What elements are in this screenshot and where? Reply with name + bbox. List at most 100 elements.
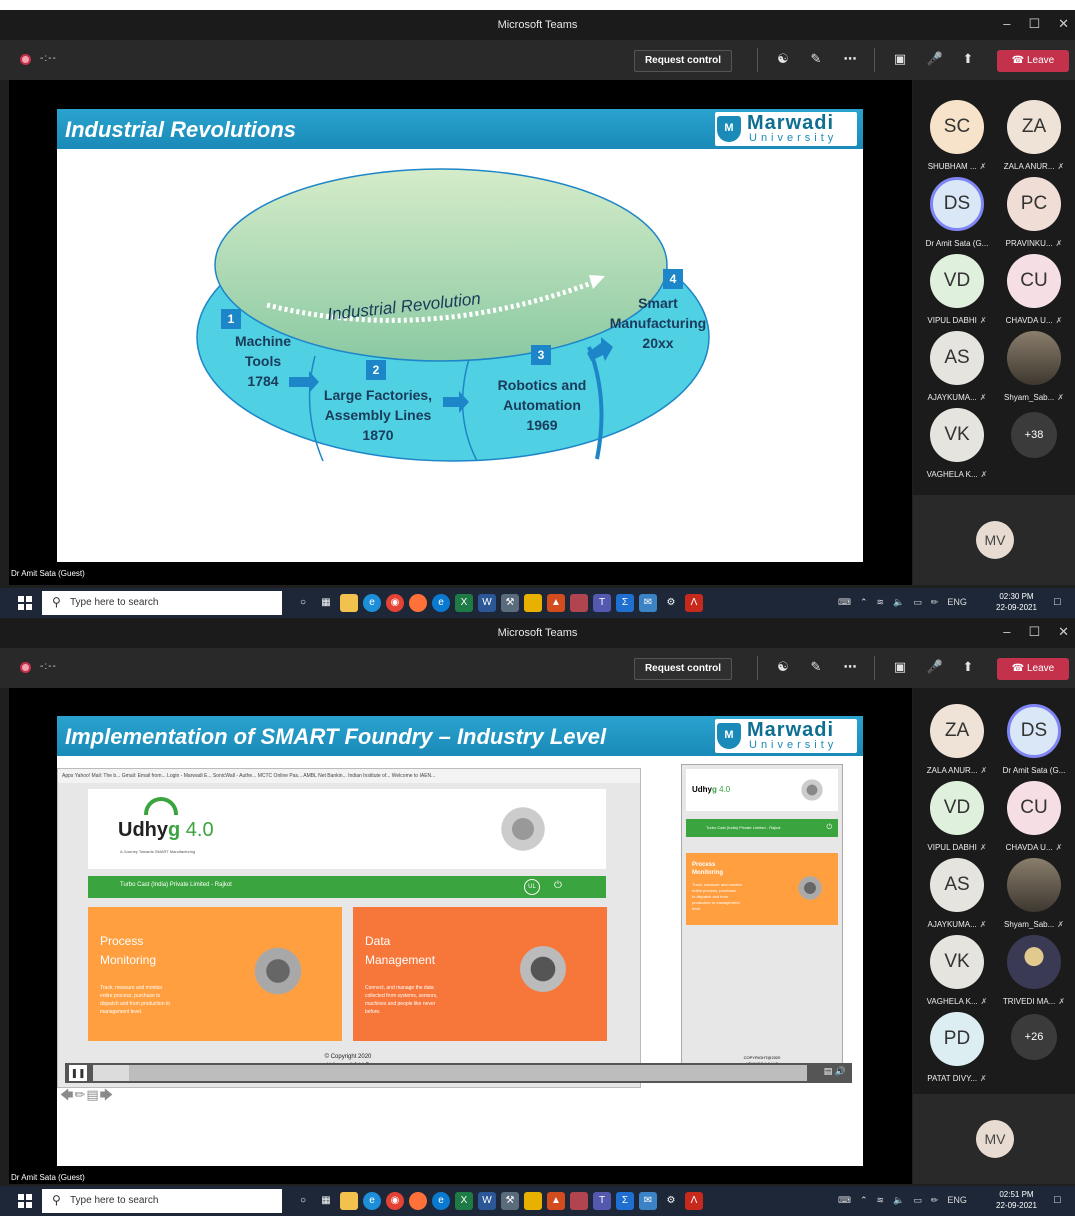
maximize-button[interactable]: ☐ bbox=[1028, 624, 1041, 639]
camera-off-icon[interactable]: ▣ bbox=[893, 659, 907, 674]
participant-tile[interactable]: Shyam_Sab...✗ bbox=[995, 858, 1073, 929]
pdf-icon[interactable]: Λ bbox=[685, 1192, 703, 1210]
volume-icon[interactable]: 🔈 bbox=[893, 1195, 905, 1205]
volume-icon[interactable]: 🔈 bbox=[893, 597, 905, 607]
wifi-icon[interactable]: ≋ bbox=[876, 597, 885, 607]
minimize-button[interactable]: – bbox=[1003, 624, 1011, 639]
request-control-button[interactable]: Request control bbox=[634, 50, 732, 72]
chat-icon[interactable]: ✎ bbox=[810, 51, 822, 66]
windows-start-icon[interactable] bbox=[18, 596, 32, 610]
maximize-button[interactable]: ☐ bbox=[1028, 16, 1041, 31]
power-icon[interactable]: ⏻ bbox=[826, 824, 832, 831]
keyboard-icon[interactable]: ⌨ bbox=[838, 597, 851, 607]
chevron-up-icon[interactable]: ⌃ bbox=[860, 597, 868, 607]
share-tray-icon[interactable]: ⬆ bbox=[962, 51, 974, 66]
keyboard-icon[interactable]: ⌨ bbox=[838, 1195, 851, 1205]
notification-icon[interactable]: □ bbox=[1054, 1194, 1061, 1206]
cortana-icon[interactable]: ○ bbox=[299, 1195, 307, 1206]
mail-icon[interactable]: ✉ bbox=[639, 594, 657, 612]
excel-icon[interactable]: X bbox=[455, 1192, 473, 1210]
mic-off-icon[interactable]: 🎤 bbox=[926, 51, 944, 66]
firefox-icon[interactable] bbox=[409, 594, 427, 612]
edge-icon[interactable]: e bbox=[363, 594, 381, 612]
teams-icon[interactable]: T bbox=[593, 1192, 611, 1210]
app-icon[interactable] bbox=[570, 594, 588, 612]
close-button[interactable]: ✕ bbox=[1058, 624, 1069, 639]
pen-tool-icon[interactable]: ✏ bbox=[74, 1087, 87, 1102]
app-icon[interactable] bbox=[570, 1192, 588, 1210]
teams-icon[interactable]: T bbox=[593, 594, 611, 612]
camera-off-icon[interactable]: ▣ bbox=[893, 51, 907, 66]
participant-tile[interactable]: TRIVEDI MA...✗ bbox=[995, 935, 1073, 1006]
pdf-icon[interactable]: Λ bbox=[685, 594, 703, 612]
sigma-icon[interactable]: Σ bbox=[616, 1192, 634, 1210]
minimize-button[interactable]: – bbox=[1003, 16, 1011, 31]
next-slide-icon[interactable]: 🡆 bbox=[99, 1087, 115, 1102]
participant-tile[interactable]: Shyam_Sab...✗ bbox=[995, 331, 1073, 402]
wifi-icon[interactable]: ≋ bbox=[876, 1195, 885, 1205]
firefox-icon[interactable] bbox=[409, 1192, 427, 1210]
settings-icon[interactable]: ⚙ bbox=[666, 597, 676, 608]
notes-icon[interactable] bbox=[524, 594, 542, 612]
battery-icon[interactable]: ▭ bbox=[913, 1195, 922, 1205]
word-icon[interactable]: W bbox=[478, 1192, 496, 1210]
chrome-icon[interactable]: ◉ bbox=[386, 594, 404, 612]
share-tray-icon[interactable]: ⬆ bbox=[962, 659, 974, 674]
language-indicator[interactable]: ENG bbox=[947, 1195, 967, 1205]
task-view-icon[interactable]: ▦ bbox=[321, 597, 331, 608]
file-explorer-icon[interactable] bbox=[340, 1192, 358, 1210]
chevron-up-icon[interactable]: ⌃ bbox=[860, 1195, 868, 1205]
process-monitoring-card[interactable]: Process Monitoring Track, measure and mo… bbox=[88, 907, 342, 1041]
pen-icon[interactable]: ✏ bbox=[930, 597, 939, 607]
chrome-icon[interactable]: ◉ bbox=[386, 1192, 404, 1210]
participants-icon[interactable]: ☯ bbox=[777, 659, 789, 674]
windows-start-icon[interactable] bbox=[18, 1194, 32, 1208]
matlab-icon[interactable]: ▲ bbox=[547, 594, 565, 612]
matlab-icon[interactable]: ▲ bbox=[547, 1192, 565, 1210]
mic-off-icon[interactable]: 🎤 bbox=[926, 659, 944, 674]
word-icon[interactable]: W bbox=[478, 594, 496, 612]
leave-button[interactable]: ☎ Leave bbox=[997, 50, 1069, 72]
request-control-button[interactable]: Request control bbox=[634, 658, 732, 680]
tool-icon[interactable]: ⚒ bbox=[501, 1192, 519, 1210]
taskbar-search[interactable]: ⚲ Type here to search bbox=[42, 591, 282, 615]
ie-icon[interactable]: e bbox=[432, 594, 450, 612]
mail-icon[interactable]: ✉ bbox=[639, 1192, 657, 1210]
excel-icon[interactable]: X bbox=[455, 594, 473, 612]
prev-slide-icon[interactable]: 🡄 bbox=[60, 1087, 75, 1102]
chat-icon[interactable]: ✎ bbox=[810, 659, 822, 674]
more-participants[interactable]: +26 bbox=[995, 1014, 1073, 1060]
more-participants[interactable]: +38 bbox=[995, 412, 1073, 458]
ie-icon[interactable]: e bbox=[432, 1192, 450, 1210]
cortana-icon[interactable]: ○ bbox=[299, 597, 307, 608]
slide-menu-icon[interactable]: ▤ bbox=[86, 1087, 100, 1102]
close-button[interactable]: ✕ bbox=[1058, 16, 1069, 31]
more-actions-icon[interactable]: ⋯ bbox=[843, 659, 857, 674]
settings-icon[interactable]: ⚙ bbox=[666, 1195, 676, 1206]
edge-icon[interactable]: e bbox=[363, 1192, 381, 1210]
file-explorer-icon[interactable] bbox=[340, 594, 358, 612]
notification-icon[interactable]: □ bbox=[1054, 596, 1061, 608]
participants-icon[interactable]: ☯ bbox=[777, 51, 789, 66]
data-management-card[interactable]: Data Management Connect, and manage the … bbox=[353, 907, 607, 1041]
mobile-process-card[interactable]: Process Monitoring Track, measure and mo… bbox=[686, 853, 838, 925]
tool-icon[interactable]: ⚒ bbox=[501, 594, 519, 612]
notes-icon[interactable] bbox=[524, 1192, 542, 1210]
taskbar-search[interactable]: ⚲ Type here to search bbox=[42, 1189, 282, 1213]
power-icon[interactable]: ⏻ bbox=[554, 880, 562, 891]
battery-icon[interactable]: ▭ bbox=[913, 597, 922, 607]
